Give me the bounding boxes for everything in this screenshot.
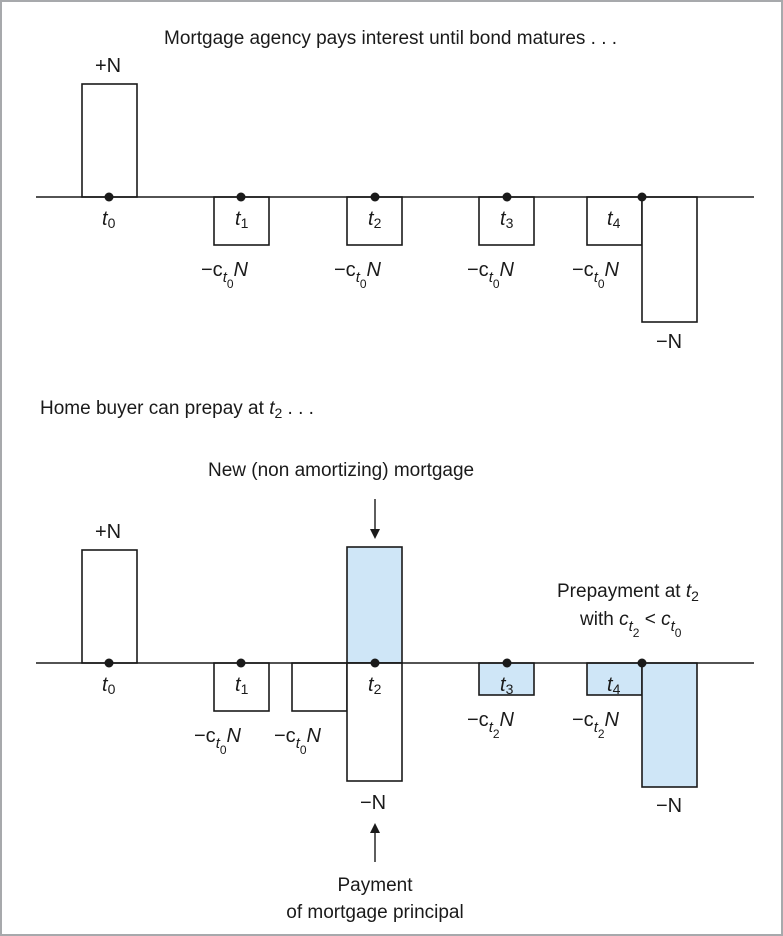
payment-arrow-head — [370, 823, 380, 833]
bottom-coupon-label-t1: −ct0N — [194, 725, 242, 757]
top-dot-t4 — [637, 192, 647, 202]
prepayment-caption-line2: with ct2 < ct0 — [579, 609, 682, 640]
bottom-plus-n-label: +N — [95, 521, 121, 543]
top-label-t0: t0 — [102, 208, 116, 231]
payment-caption-line1: Payment — [338, 875, 414, 896]
bottom-label-t4: t4 — [607, 674, 621, 697]
top-minus-n-label: −N — [656, 331, 682, 353]
top-dot-t0 — [104, 192, 114, 202]
bottom-dot-t0 — [104, 658, 114, 668]
top-dot-t2 — [370, 192, 380, 202]
bottom-coupon-label-t3: −ct2N — [467, 709, 515, 741]
top-coupon-label-t4: −ct0N — [572, 259, 620, 291]
bottom-dot-t3 — [502, 658, 512, 668]
top-label-t4: t4 — [607, 208, 621, 231]
bottom-dot-t1 — [236, 658, 246, 668]
bottom-minus-n-box — [641, 662, 698, 788]
new-mortgage-caption: New (non amortizing) mortgage — [208, 460, 474, 481]
principal-minus-n-label: −N — [360, 792, 386, 814]
top-coupon-label-t1: −ct0N — [201, 259, 249, 291]
top-label-t3: t3 — [500, 208, 514, 231]
bottom-coupon-box-t1 — [213, 662, 270, 712]
top-dot-t1 — [236, 192, 246, 202]
new-mortgage-arrow-head — [370, 529, 380, 539]
top-dot-t3 — [502, 192, 512, 202]
top-plus-n-box — [81, 83, 138, 198]
bottom-coupon-box-t3 — [478, 662, 535, 696]
payment-caption-line2: of mortgage principal — [286, 902, 463, 923]
new-mortgage-box — [346, 546, 403, 664]
prepayment-caption-line1: Prepayment at t2 — [557, 581, 699, 604]
top-label-t2: t2 — [368, 208, 382, 231]
bottom-label-t0: t0 — [102, 674, 116, 697]
bottom-coupon-label-t2: −ct0N — [274, 725, 322, 757]
bottom-minus-n-label: −N — [656, 795, 682, 817]
bottom-caption: Home buyer can prepay at t2 . . . — [40, 398, 314, 421]
top-minus-n-box — [641, 196, 698, 323]
top-caption: Mortgage agency pays interest until bond… — [164, 28, 617, 49]
top-coupon-box-t1 — [213, 196, 270, 246]
top-coupon-label-t3: −ct0N — [467, 259, 515, 291]
bottom-plus-n-box — [81, 549, 138, 664]
bottom-label-t1: t1 — [235, 674, 249, 697]
bottom-dot-t2 — [370, 658, 380, 668]
bottom-coupon-label-t4: −ct2N — [572, 709, 620, 741]
bottom-label-t3: t3 — [500, 674, 514, 697]
top-coupon-box-t2 — [346, 196, 403, 246]
top-coupon-label-t2: −ct0N — [334, 259, 382, 291]
bottom-label-t2: t2 — [368, 674, 382, 697]
top-label-t1: t1 — [235, 208, 249, 231]
bottom-dot-t4 — [637, 658, 647, 668]
bottom-coupon-box-t2 — [291, 662, 348, 712]
top-plus-n-label: +N — [95, 55, 121, 77]
